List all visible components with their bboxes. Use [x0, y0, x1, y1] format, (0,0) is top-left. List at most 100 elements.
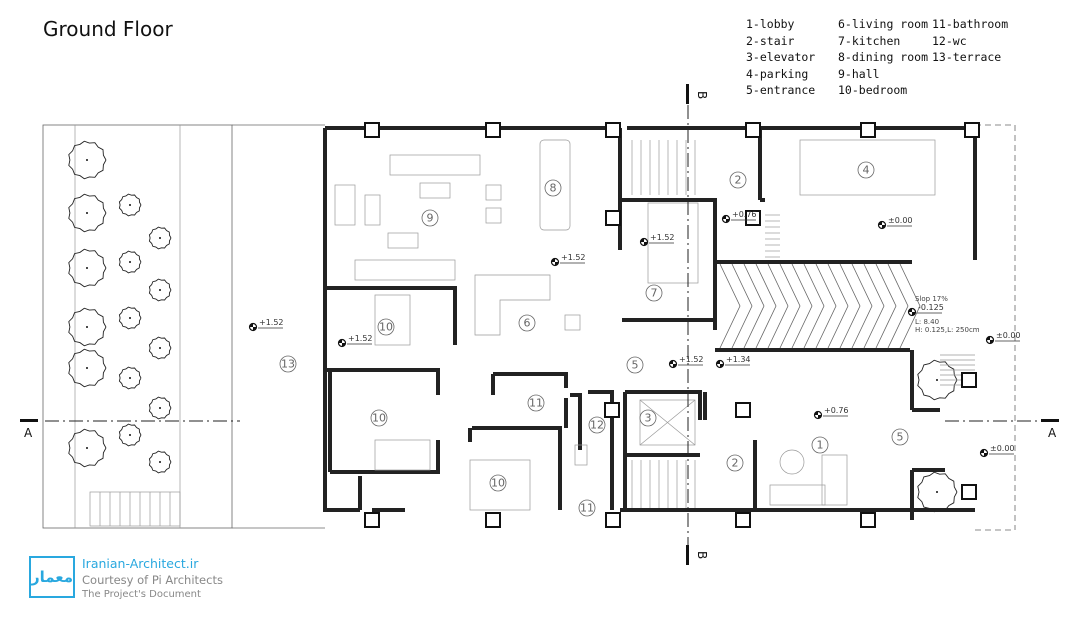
legend-item: 12-wc — [932, 33, 967, 48]
walls — [323, 126, 977, 520]
section-b-top-label: B — [695, 91, 709, 99]
room-legend: 1-lobby 2-stair 3-elevator 4-parking 5-e… — [746, 17, 1032, 97]
level-marker: ±0.00 — [985, 331, 1021, 345]
room-number: 3 — [645, 412, 652, 425]
room-number: 11 — [529, 397, 543, 410]
room-number-marker: 5 — [626, 356, 644, 374]
level-value: +1.34 — [726, 355, 751, 364]
column — [735, 402, 751, 418]
tree-icon — [917, 359, 958, 401]
room-number-marker: 10 — [370, 409, 388, 427]
column — [961, 484, 977, 500]
room-number: 11 — [580, 502, 594, 515]
level-marker: +1.52 — [550, 253, 586, 267]
section-b-line: B B — [686, 84, 709, 565]
room-number: 10 — [372, 412, 386, 425]
tree-icon — [148, 278, 172, 302]
level-marker: -0.125 — [907, 303, 944, 317]
legend-item: 3-elevator — [746, 50, 816, 64]
document-note: The Project's Document — [82, 589, 201, 600]
level-value: ±0.00 — [888, 216, 913, 225]
column — [860, 512, 876, 528]
level-value: ±0.00 — [990, 444, 1015, 453]
column — [485, 122, 501, 138]
room-number: 2 — [732, 457, 739, 470]
legend-item: 13-terrace — [932, 50, 1002, 64]
tree-icon — [68, 348, 107, 388]
level-value: +1.52 — [259, 318, 284, 327]
room-number-marker: 8 — [544, 179, 562, 197]
column — [485, 512, 501, 528]
section-b-bottom-label: B — [695, 551, 709, 559]
column — [961, 372, 977, 388]
room-number-marker: 13 — [279, 355, 297, 373]
lot-outline — [42, 124, 1016, 531]
column — [860, 122, 876, 138]
tree-icon — [917, 471, 958, 513]
tree-icon — [68, 428, 107, 468]
site-name: Iranian-Architect.ir — [82, 556, 199, 571]
column — [745, 210, 761, 226]
room-number: 1 — [817, 439, 824, 452]
room-number-marker: 3 — [639, 409, 657, 427]
column — [605, 210, 621, 226]
legend-item: 9-hall — [838, 66, 880, 81]
room-number: 9 — [427, 212, 434, 225]
legend-item: 1-lobby — [746, 17, 795, 31]
tree-icon — [148, 396, 172, 420]
credits: Iranian-Architect.ir Courtesy of Pi Arch… — [82, 556, 223, 600]
level-marker: +0.76 — [813, 406, 849, 420]
tree-icon — [68, 248, 107, 288]
room-number-marker: 10 — [489, 474, 507, 492]
room-number: 5 — [632, 359, 639, 372]
legend-item: 7-kitchen — [838, 33, 901, 48]
section-a-line: A A — [20, 419, 1059, 440]
stairs — [631, 140, 975, 508]
room-number-marker: 9 — [421, 209, 439, 227]
room-number: 2 — [735, 174, 742, 187]
room-number: 10 — [379, 321, 393, 334]
courtesy-text: Courtesy of Pi Architects — [82, 573, 223, 587]
room-number: 5 — [897, 431, 904, 444]
room-number-marker: 11 — [578, 499, 596, 517]
column — [364, 122, 380, 138]
tree-icon — [118, 250, 142, 274]
level-marker: ±0.00 — [877, 216, 913, 230]
legend-item: 6-living room — [838, 17, 929, 31]
level-marker: +1.52 — [337, 334, 373, 348]
ramp-height-note: H: 0.125,L: 250cm — [915, 326, 980, 334]
room-number: 6 — [524, 317, 531, 330]
room-number-marker: 4 — [857, 161, 875, 179]
tree-icon — [148, 450, 172, 474]
level-marker: +1.52 — [248, 318, 284, 332]
level-marker: ±0.00 — [979, 444, 1015, 458]
level-value: +0.76 — [732, 210, 757, 219]
column — [735, 512, 751, 528]
room-number-marker: 12 — [588, 416, 606, 434]
tree-icon — [118, 306, 142, 330]
room-number-marker: 1 — [811, 436, 829, 454]
level-value: +0.76 — [824, 406, 849, 415]
room-number: 12 — [590, 419, 604, 432]
legend-item: 10-bedroom — [838, 83, 908, 97]
trees — [68, 140, 958, 513]
level-marker: +0.76 — [721, 210, 757, 224]
room-number-marker: 5 — [891, 428, 909, 446]
room-number: 8 — [550, 182, 557, 195]
columns — [364, 122, 980, 528]
level-value: +1.52 — [679, 355, 704, 364]
drawing-title: Ground Floor — [43, 17, 173, 41]
section-a-right-label: A — [1048, 426, 1057, 440]
column — [605, 122, 621, 138]
level-value: ±0.00 — [996, 331, 1021, 340]
room-number-marker: 2 — [726, 454, 744, 472]
room-number-marker: 10 — [377, 318, 395, 336]
logo-mark: معمار — [30, 568, 74, 586]
room-number-marker: 7 — [645, 284, 663, 302]
tree-icon — [68, 307, 107, 347]
ramp-slope-note: Slop 17% — [915, 295, 948, 303]
room-number: 4 — [863, 164, 870, 177]
legend-item: 4-parking — [746, 66, 809, 81]
column — [745, 122, 761, 138]
level-value: +1.52 — [561, 253, 586, 262]
